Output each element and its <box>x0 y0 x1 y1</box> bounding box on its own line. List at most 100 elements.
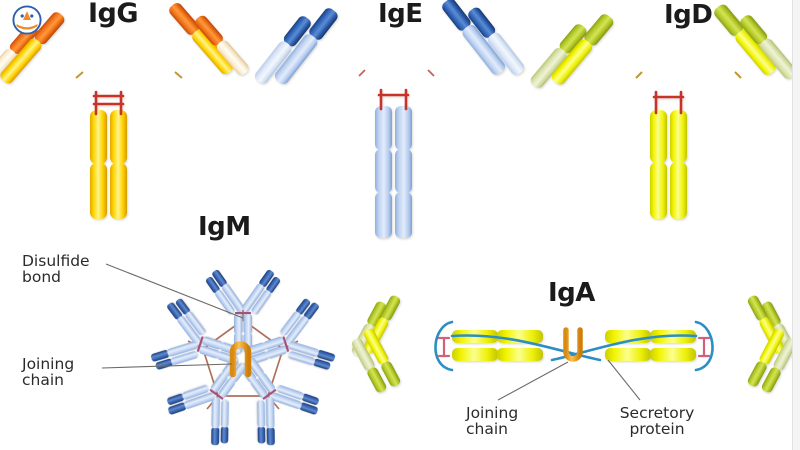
ige-right-heavy-body <box>462 24 506 75</box>
logo-triangle <box>23 11 31 20</box>
igd-left-light-tip <box>559 24 587 54</box>
igg-stem-right-seg1 <box>110 110 127 164</box>
leader-disulfide-bond <box>105 263 244 319</box>
igm-unit-tip <box>313 358 331 370</box>
igm-unit-stem <box>229 363 247 383</box>
igd-left-light-body <box>530 47 567 88</box>
iga-right-lower-light-tip <box>761 367 781 393</box>
ige-stem-right-seg1 <box>395 106 412 150</box>
ige-left-light-tip <box>283 16 311 47</box>
ige-right-light-tip <box>468 7 496 38</box>
ige-right-heavy-tip <box>442 0 471 31</box>
igm-unit-tip <box>304 302 319 320</box>
igm-unit-tip <box>296 298 311 315</box>
igm-unit-stem <box>251 378 268 398</box>
igm-unit-tip <box>168 402 187 415</box>
ige-right-light-body <box>487 32 525 75</box>
ige-stem-right-seg3 <box>395 192 412 238</box>
label-joining-chain-igm: Joining chain <box>22 355 75 390</box>
igd-right-light-tip <box>740 15 768 45</box>
igd-stem-left-seg1 <box>650 110 667 163</box>
iga-right-upper-heavy-tip <box>747 295 767 321</box>
iga-hinge-disulfides <box>437 336 711 358</box>
igm-unit-hinge <box>196 336 204 352</box>
ige-left-heavy-tip <box>309 8 338 40</box>
igm-unit-arm <box>184 392 215 409</box>
igm-unit-arm <box>171 351 198 365</box>
leader-joining-chain-igm <box>101 363 233 369</box>
igm-unit-stem <box>199 345 220 359</box>
igg-stem-left-seg1 <box>90 110 107 164</box>
logo-arc <box>16 24 38 30</box>
igg-left-heavy-body <box>0 38 42 84</box>
igm-unit-arm <box>211 397 220 429</box>
igm-unit-tip <box>211 427 220 446</box>
title-igm: IgM <box>198 212 251 242</box>
igg-left-heavy-tip <box>34 12 65 45</box>
structure-iga <box>351 295 797 393</box>
igm-unit-tip <box>212 269 227 287</box>
iga-joining-chain <box>563 327 583 362</box>
ige-stem-left-seg3 <box>375 192 392 238</box>
structure-igm <box>151 269 335 446</box>
igg-right-light-body <box>216 40 249 75</box>
igm-unit-tip <box>266 427 275 446</box>
igd-left-heavy-tip <box>584 14 614 46</box>
igm-unit-arm <box>251 290 271 315</box>
igd-arm-bonds <box>635 71 742 79</box>
igm-unit-stem <box>247 357 264 377</box>
iga-right-lower-light-body <box>773 338 797 371</box>
igm-unit-arm <box>215 290 235 315</box>
igg-stem-right-seg2 <box>110 163 127 219</box>
iga-left-stem-lower-seg2 <box>497 348 543 361</box>
igm-unit-arm <box>242 283 265 312</box>
igm-unit-tip <box>167 393 185 405</box>
igm-unit-arm <box>266 397 275 429</box>
igm-unit-arm <box>288 351 315 365</box>
iga-left-stem-lower-seg1 <box>452 348 498 361</box>
igm-unit-stem <box>266 345 287 359</box>
ige-stem-right-seg2 <box>395 149 412 193</box>
igm-joining-chain <box>229 341 252 378</box>
igm-unit-tip <box>299 402 318 415</box>
igm-unit-arm <box>221 283 244 312</box>
igg-left-light-body <box>0 49 16 84</box>
igm-unit-arm <box>280 311 301 336</box>
igm-unit-hinge <box>262 389 277 400</box>
iga-right-stem-lower-seg2 <box>650 348 696 361</box>
igd-right-heavy-body <box>735 29 776 75</box>
igm-unit-arm <box>167 341 198 357</box>
iga-right-lower-heavy-body <box>759 328 784 365</box>
iga-right-lower-heavy-tip <box>747 361 767 387</box>
ige-left-light-body <box>254 41 292 84</box>
iga-left-lower-heavy-body <box>364 328 389 365</box>
igm-unit-arm <box>182 385 209 400</box>
igm-unit-stem <box>243 314 252 334</box>
igm-unit-arm <box>271 392 302 409</box>
igm-unit-arm <box>185 311 206 336</box>
watermark-logo <box>12 5 42 35</box>
title-igg: IgG <box>88 0 139 29</box>
iga-left-upper-light-tip <box>367 301 387 327</box>
ige-stem-left-seg1 <box>375 106 392 150</box>
logo-dot <box>30 14 34 18</box>
igm-unit-arm <box>277 385 304 400</box>
title-ige: IgE <box>378 0 423 29</box>
igm-leader-lines <box>101 263 244 369</box>
leader-joining-chain-iga <box>497 361 569 401</box>
igm-unit-stem <box>218 378 235 398</box>
igd-right-light-body <box>760 38 796 79</box>
igg-hinge-disulfide <box>92 90 125 116</box>
igd-stem-right-seg1 <box>670 110 687 163</box>
iga-left-lower-heavy-tip <box>381 361 401 387</box>
igm-unit-arm <box>177 316 201 344</box>
label-disulfide-bond: Disulfide bond <box>22 252 90 287</box>
igm-unit-tip <box>257 426 266 444</box>
igg-arm-bonds <box>75 71 183 79</box>
igm-unit-tip <box>316 350 335 362</box>
iga-right-stem-lower-seg1 <box>605 348 651 361</box>
igd-hinge-disulfide <box>652 90 685 115</box>
igm-unit-arm <box>285 316 309 344</box>
structure-ige <box>254 0 525 238</box>
